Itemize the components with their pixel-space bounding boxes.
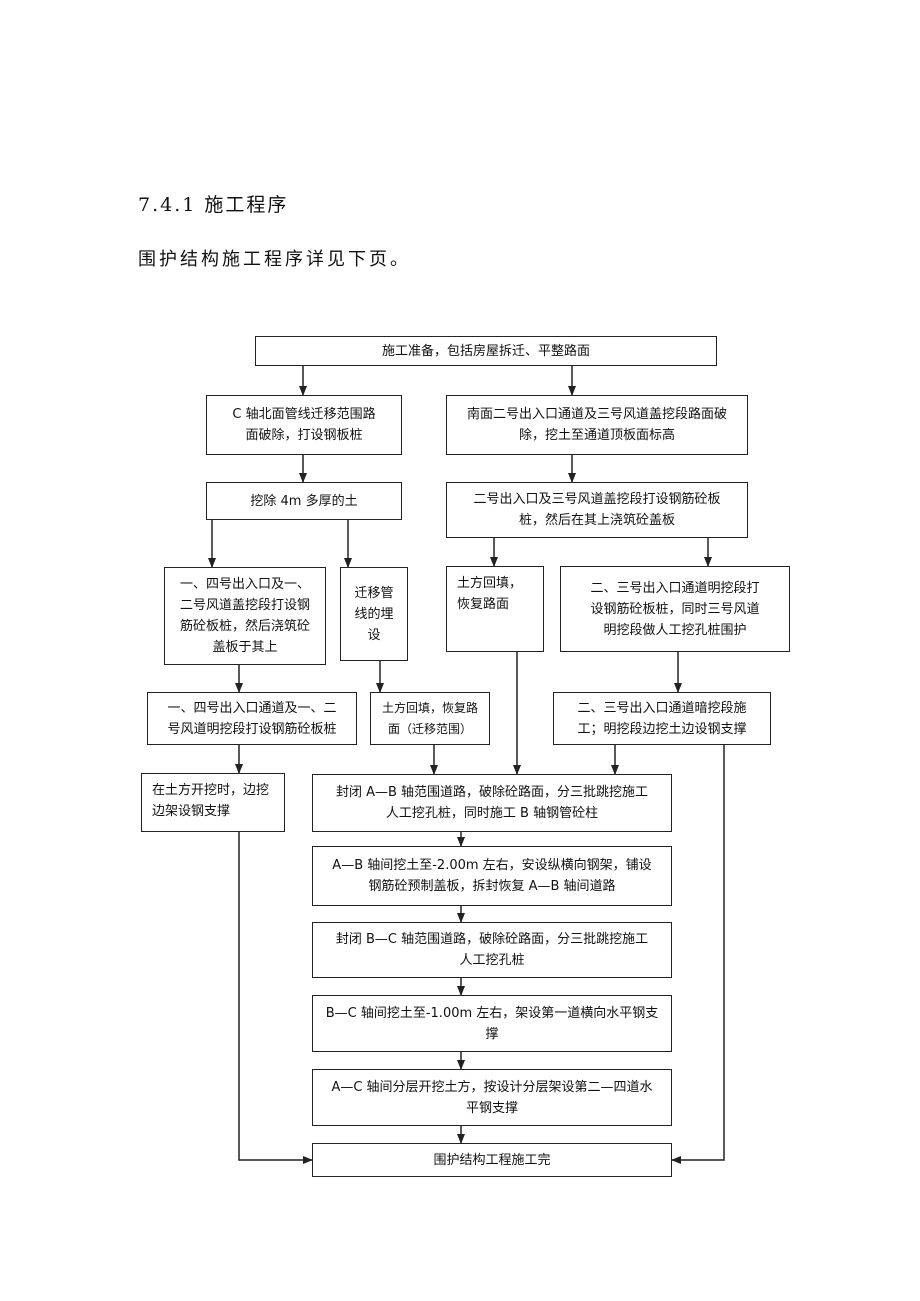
node-bc-dig: B—C 轴间挖土至-1.00m 左右，架设第一道横向水平钢支 撑 xyxy=(312,995,672,1052)
node-open14: 一、四号出入口通道及一、二 号风道明挖段打设钢筋砼板桩 xyxy=(147,692,357,745)
node-open23: 二、三号出入口通道明挖段打 设钢筋砼板桩，同时三号风道 明挖段做人工挖孔桩围护 xyxy=(560,566,790,652)
node-relocate: 迁移管 线的埋 设 xyxy=(340,567,408,661)
node-dark23: 二、三号出入口通道暗挖段施 工；明挖段边挖土边设钢支撑 xyxy=(553,692,771,745)
node-pile23: 二号出入口及三号风道盖挖段打设钢筋砼板 桩，然后在其上浇筑砼盖板 xyxy=(446,482,748,538)
node-south: 南面二号出入口通道及三号风道盖挖段路面破 除，挖土至通道顶板面标高 xyxy=(446,395,748,455)
node-ac-layer: A—C 轴间分层开挖土方，按设计分层架设第二—四道水 平钢支撑 xyxy=(312,1069,672,1126)
node-pile14: 一、四号出入口及一、 二号风道盖挖段打设钢 筋砼板桩，然后浇筑砼 盖板于其上 xyxy=(164,567,326,665)
node-backfill-range: 土方回填，恢复路 面（迁移范围） xyxy=(370,692,490,745)
node-excavate-4m: 挖除 4m 多厚的土 xyxy=(206,482,402,520)
section-heading: 7.4.1 施工程序 xyxy=(138,194,289,216)
node-c-axis: C 轴北面管线迁移范围路 面破除，打设钢板桩 xyxy=(206,395,402,455)
node-finish: 围护结构工程施工完 xyxy=(312,1143,672,1177)
arrow-dark23-to-finish xyxy=(671,745,725,1164)
arrow-backfill-range-to-seal-ab xyxy=(300,745,434,774)
node-prep: 施工准备，包括房屋拆迁、平整路面 xyxy=(255,336,717,366)
intro-text: 围护结构施工程序详见下页。 xyxy=(138,249,411,270)
node-steel-support: 在土方开挖时，边挖 边架设钢支撑 xyxy=(141,773,285,832)
node-seal-bc: 封闭 B—C 轴范围道路，破除砼路面，分三批跳挖施工 人工挖孔桩 xyxy=(312,922,672,978)
node-backfill: 土方回填， 恢复路面 xyxy=(446,566,544,652)
node-seal-ab: 封闭 A—B 轴范围道路，破除砼路面，分三批跳挖施工 人工挖孔桩，同时施工 B … xyxy=(312,774,672,832)
arrow-steel-support-to-finish xyxy=(238,832,313,1164)
node-ab-dig: A—B 轴间挖土至-2.00m 左右，安设纵横向钢架，铺设 钢筋砼预制盖板，拆封… xyxy=(312,846,672,906)
